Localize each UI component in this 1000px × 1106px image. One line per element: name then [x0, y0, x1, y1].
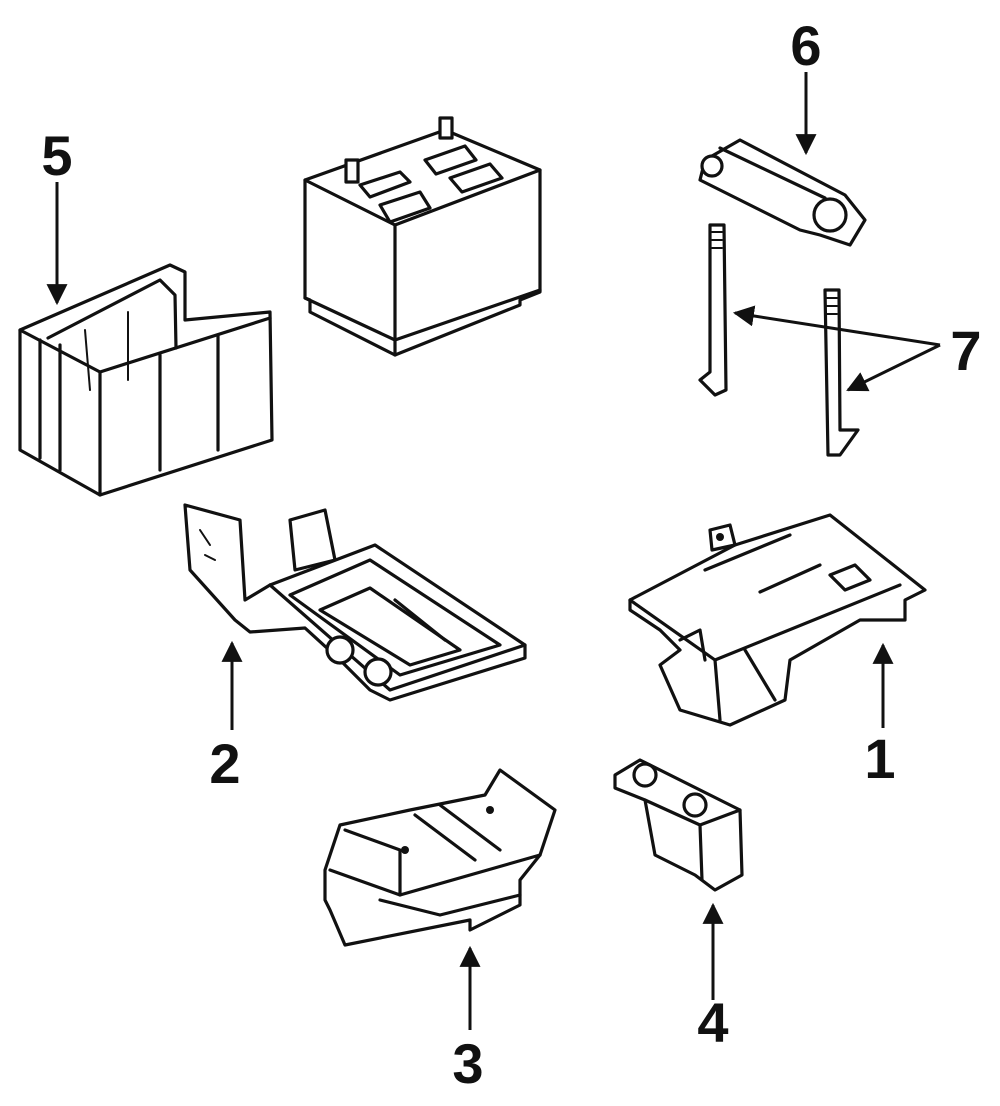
- hold-down-bolts-part: [698, 223, 860, 457]
- battery-tray-part: [183, 503, 527, 702]
- callout-3: 3: [452, 1032, 483, 1095]
- tray-support-part: [323, 768, 557, 947]
- arrow-7b: [846, 343, 941, 392]
- callout-7: 7: [950, 319, 981, 382]
- callout-labels: 5 6 7 2 1 3 4: [41, 14, 981, 1095]
- battery-insulator-part: [18, 263, 274, 497]
- callout-6: 6: [790, 14, 821, 77]
- hold-down-clamp-part: [698, 138, 867, 247]
- tray-support-bracket-part: [628, 513, 927, 727]
- arrow-7a: [732, 305, 941, 347]
- callout-4: 4: [697, 991, 728, 1054]
- bracket-block-part: [613, 758, 744, 892]
- callout-5: 5: [41, 124, 72, 187]
- battery: [303, 116, 542, 357]
- callout-1: 1: [864, 727, 895, 790]
- callout-2: 2: [209, 732, 240, 795]
- leader-arrows: [46, 72, 941, 1030]
